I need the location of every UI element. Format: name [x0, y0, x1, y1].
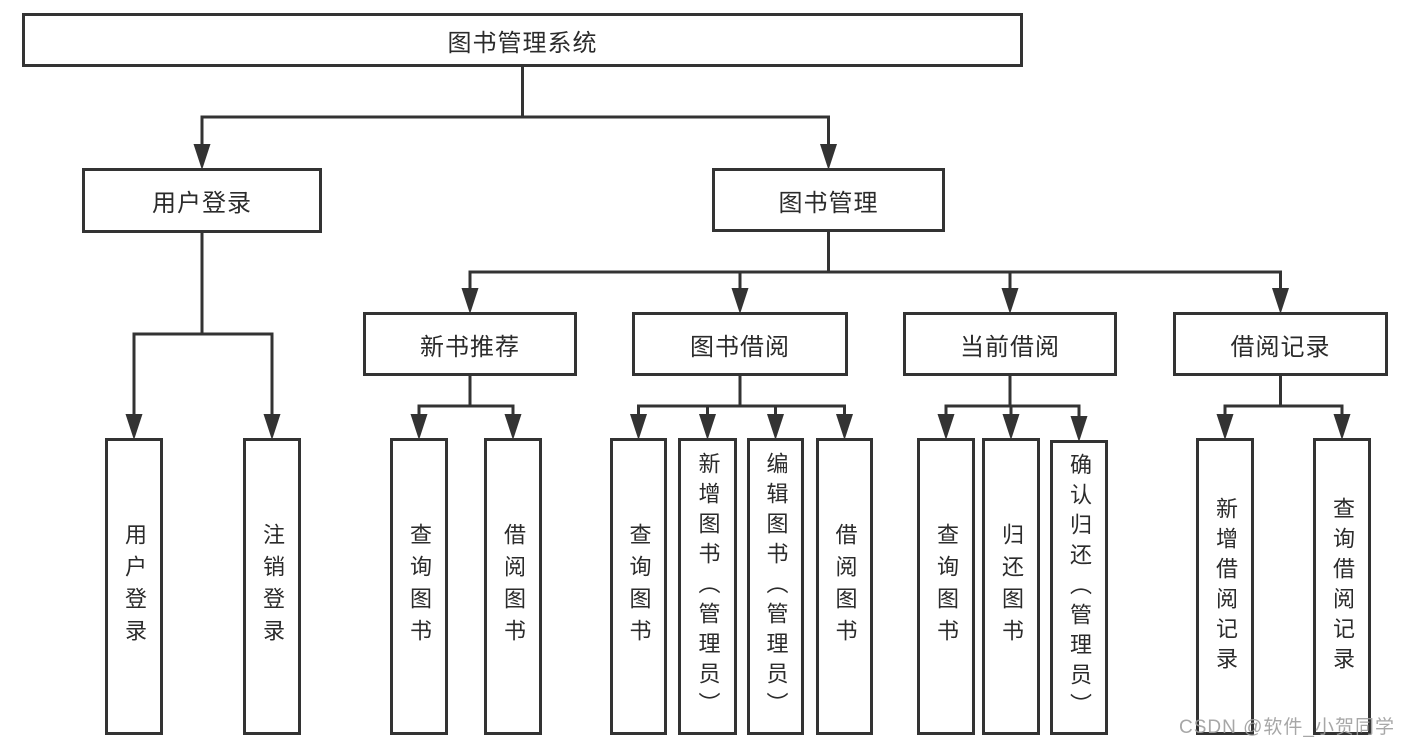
diagram-node-v-query-books-1: 查询图书 — [390, 438, 448, 735]
diagram-node-v-borrow-books-1: 借阅图书 — [484, 438, 542, 735]
watermark-text: CSDN @软件_小贺同学 — [1179, 717, 1395, 738]
diagram-node-current-borrow: 当前借阅 — [903, 312, 1117, 376]
diagram-node-v-add-book: 新增图书（管理员） — [678, 438, 737, 735]
diagram-node-v-logout: 注销登录 — [243, 438, 301, 735]
diagram-node-v-edit-book: 编辑图书（管理员） — [747, 438, 804, 735]
diagram-node-new-book-rec: 新书推荐 — [363, 312, 577, 376]
diagram-node-v-user-login: 用户登录 — [105, 438, 163, 735]
diagram-node-v-query-books-3: 查询图书 — [917, 438, 975, 735]
diagram-node-user-login: 用户登录 — [82, 168, 322, 233]
diagram-node-root: 图书管理系统 — [22, 13, 1023, 67]
diagram-node-v-query-borrow-record: 查询借阅记录 — [1313, 438, 1371, 735]
diagram-node-v-return-book: 归还图书 — [982, 438, 1040, 735]
diagram-node-v-borrow-books-2: 借阅图书 — [816, 438, 873, 735]
diagram-node-book-borrow: 图书借阅 — [632, 312, 848, 376]
diagram-node-book-mgmt: 图书管理 — [712, 168, 945, 232]
diagram-node-borrow-records: 借阅记录 — [1173, 312, 1388, 376]
diagram-node-v-confirm-return: 确认归还（管理员） — [1050, 440, 1108, 735]
diagram-node-v-add-borrow-record: 新增借阅记录 — [1196, 438, 1254, 735]
diagram-node-v-query-books-2: 查询图书 — [610, 438, 667, 735]
